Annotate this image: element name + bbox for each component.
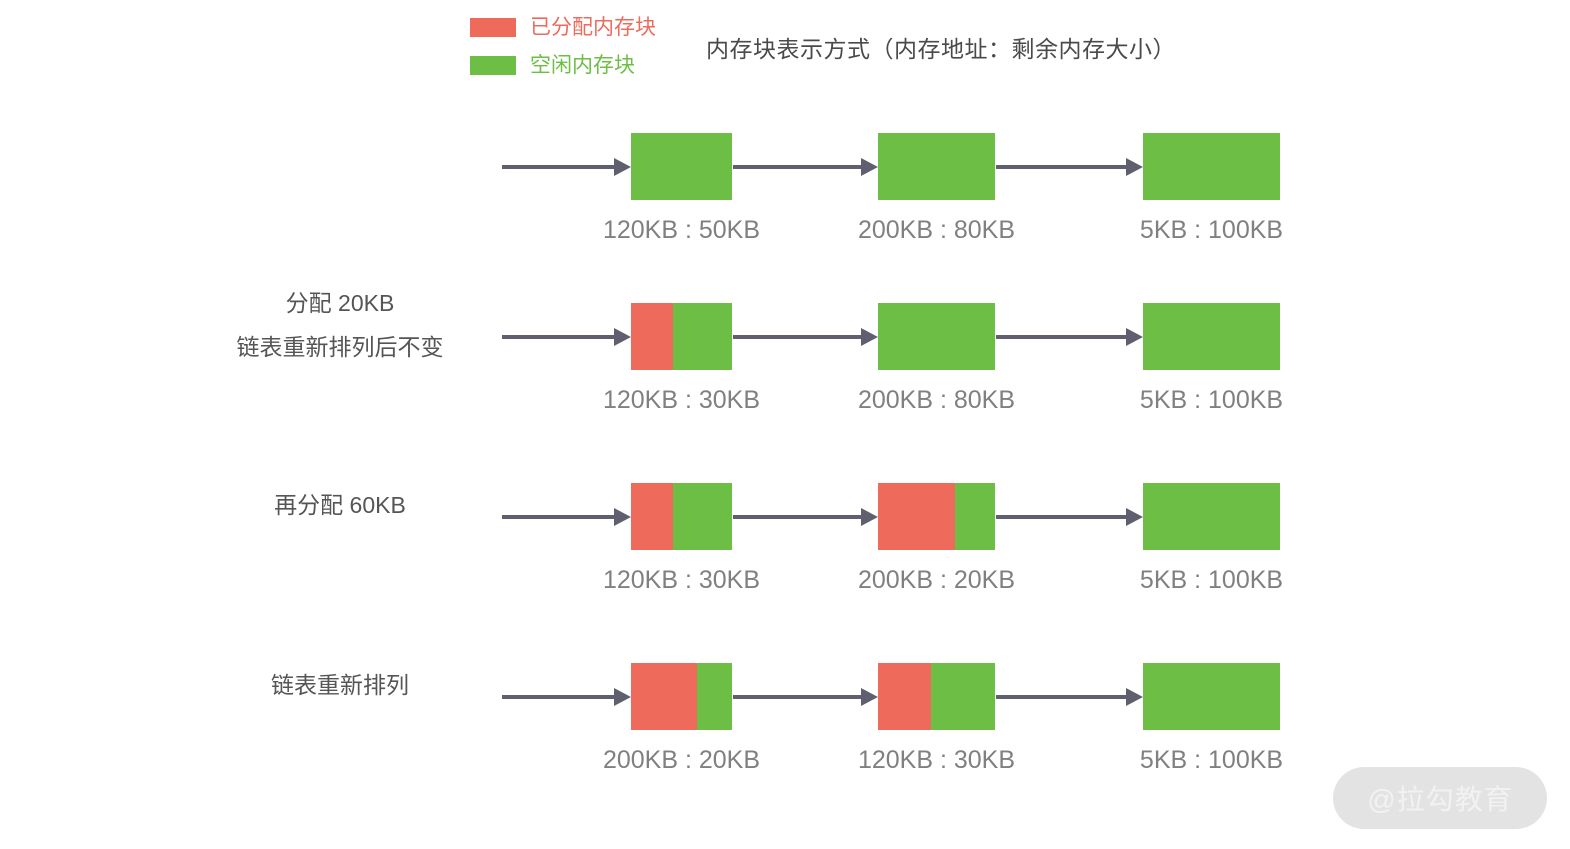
free-segment xyxy=(878,303,995,370)
block-caption: 200KB : 80KB xyxy=(857,216,1016,244)
row-label: 链表重新排列 xyxy=(180,663,500,707)
arrow-head-icon xyxy=(861,687,878,706)
allocated-segment xyxy=(878,483,956,550)
memory-block xyxy=(1143,663,1280,730)
free-segment xyxy=(631,133,732,200)
row-label-line-2: 链表重新排列后不变 xyxy=(236,334,444,360)
memory-row: 再分配 60KB 120KB : 30KB 200KB : 20KB 5KB : 10… xyxy=(0,443,1570,594)
arrow-shaft xyxy=(502,514,614,519)
memory-block xyxy=(631,303,732,370)
arrow-head-icon xyxy=(1126,687,1143,706)
block-caption: 120KB : 30KB xyxy=(857,746,1016,774)
free-segment xyxy=(1143,663,1280,730)
free-segment xyxy=(955,483,995,550)
link-arrow xyxy=(996,327,1143,346)
arrow-shaft xyxy=(733,514,861,519)
arrow-shaft xyxy=(502,694,614,699)
link-arrow xyxy=(996,687,1143,706)
legend-item-free: 空闲内存块 xyxy=(470,50,730,80)
arrow-head-icon xyxy=(1126,157,1143,176)
arrow-shaft xyxy=(996,334,1126,339)
memory-block xyxy=(1143,483,1280,550)
allocated-segment xyxy=(631,303,674,370)
free-swatch xyxy=(470,55,516,75)
link-arrow xyxy=(733,687,878,706)
memory-row: 链表重新排列 200KB : 20KB 120KB : 30KB 5KB : 100K… xyxy=(0,623,1570,774)
block-caption: 5KB : 100KB xyxy=(1139,746,1284,774)
allocated-swatch xyxy=(470,17,516,37)
free-segment xyxy=(1143,133,1280,200)
memory-block xyxy=(878,303,995,370)
arrow-head-icon xyxy=(861,507,878,526)
link-arrow xyxy=(733,327,878,346)
diagram-title: 内存块表示方式（内存地址：剩余内存大小） xyxy=(706,36,1176,62)
memory-block xyxy=(878,483,995,550)
legend-label-free: 空闲内存块 xyxy=(530,53,635,77)
block-caption: 120KB : 30KB xyxy=(602,566,761,594)
link-arrow xyxy=(502,507,631,526)
link-arrow xyxy=(996,157,1143,176)
link-arrow xyxy=(502,157,631,176)
arrow-shaft xyxy=(996,164,1126,169)
block-caption: 200KB : 20KB xyxy=(602,746,761,774)
arrow-head-icon xyxy=(614,507,631,526)
link-arrow xyxy=(502,327,631,346)
row-label: 再分配 60KB xyxy=(180,483,500,527)
legend: 已分配内存块 空闲内存块 xyxy=(470,12,730,88)
memory-row: 120KB : 50KB 200KB : 80KB 5KB : 100KB xyxy=(0,93,1570,244)
arrow-head-icon xyxy=(614,157,631,176)
free-segment xyxy=(1143,483,1280,550)
arrow-head-icon xyxy=(1126,327,1143,346)
block-caption: 200KB : 20KB xyxy=(857,566,1016,594)
block-caption: 5KB : 100KB xyxy=(1139,386,1284,414)
link-arrow xyxy=(733,157,878,176)
memory-block xyxy=(878,663,995,730)
block-caption: 120KB : 30KB xyxy=(602,386,761,414)
free-segment xyxy=(1143,303,1280,370)
arrow-shaft xyxy=(502,334,614,339)
arrow-shaft xyxy=(502,164,614,169)
block-caption: 120KB : 50KB xyxy=(602,216,761,244)
arrow-shaft xyxy=(733,334,861,339)
memory-block xyxy=(878,133,995,200)
free-segment xyxy=(878,133,995,200)
row-label: 分配 20KB 链表重新排列后不变 xyxy=(180,281,500,369)
block-caption: 5KB : 100KB xyxy=(1139,566,1284,594)
arrow-head-icon xyxy=(614,687,631,706)
arrow-head-icon xyxy=(861,157,878,176)
arrow-shaft xyxy=(733,164,861,169)
row-label-line-1: 再分配 60KB xyxy=(274,492,406,518)
free-segment xyxy=(696,663,732,730)
memory-block xyxy=(1143,133,1280,200)
arrow-head-icon xyxy=(861,327,878,346)
arrow-head-icon xyxy=(614,327,631,346)
legend-label-allocated: 已分配内存块 xyxy=(530,15,656,39)
row-label-line-1: 链表重新排列 xyxy=(271,672,409,698)
memory-block xyxy=(631,483,732,550)
watermark-text: @拉勾教育 xyxy=(1367,784,1513,815)
allocated-segment xyxy=(631,663,697,730)
block-caption: 5KB : 100KB xyxy=(1139,216,1284,244)
block-caption: 200KB : 80KB xyxy=(857,386,1016,414)
arrow-shaft xyxy=(996,514,1126,519)
free-segment xyxy=(930,663,995,730)
memory-block xyxy=(631,663,732,730)
memory-block xyxy=(631,133,732,200)
link-arrow xyxy=(733,507,878,526)
link-arrow xyxy=(996,507,1143,526)
allocated-segment xyxy=(631,483,674,550)
legend-item-allocated: 已分配内存块 xyxy=(470,12,730,42)
free-segment xyxy=(673,303,732,370)
allocated-segment xyxy=(878,663,931,730)
watermark: @拉勾教育 xyxy=(1333,767,1547,829)
link-arrow xyxy=(502,687,631,706)
memory-block xyxy=(1143,303,1280,370)
arrow-shaft xyxy=(733,694,861,699)
arrow-shaft xyxy=(996,694,1126,699)
free-segment xyxy=(673,483,732,550)
arrow-head-icon xyxy=(1126,507,1143,526)
row-label-line-1: 分配 20KB xyxy=(285,290,395,316)
memory-row: 分配 20KB 链表重新排列后不变 120KB : 30KB 200KB : 80KB… xyxy=(0,263,1570,414)
